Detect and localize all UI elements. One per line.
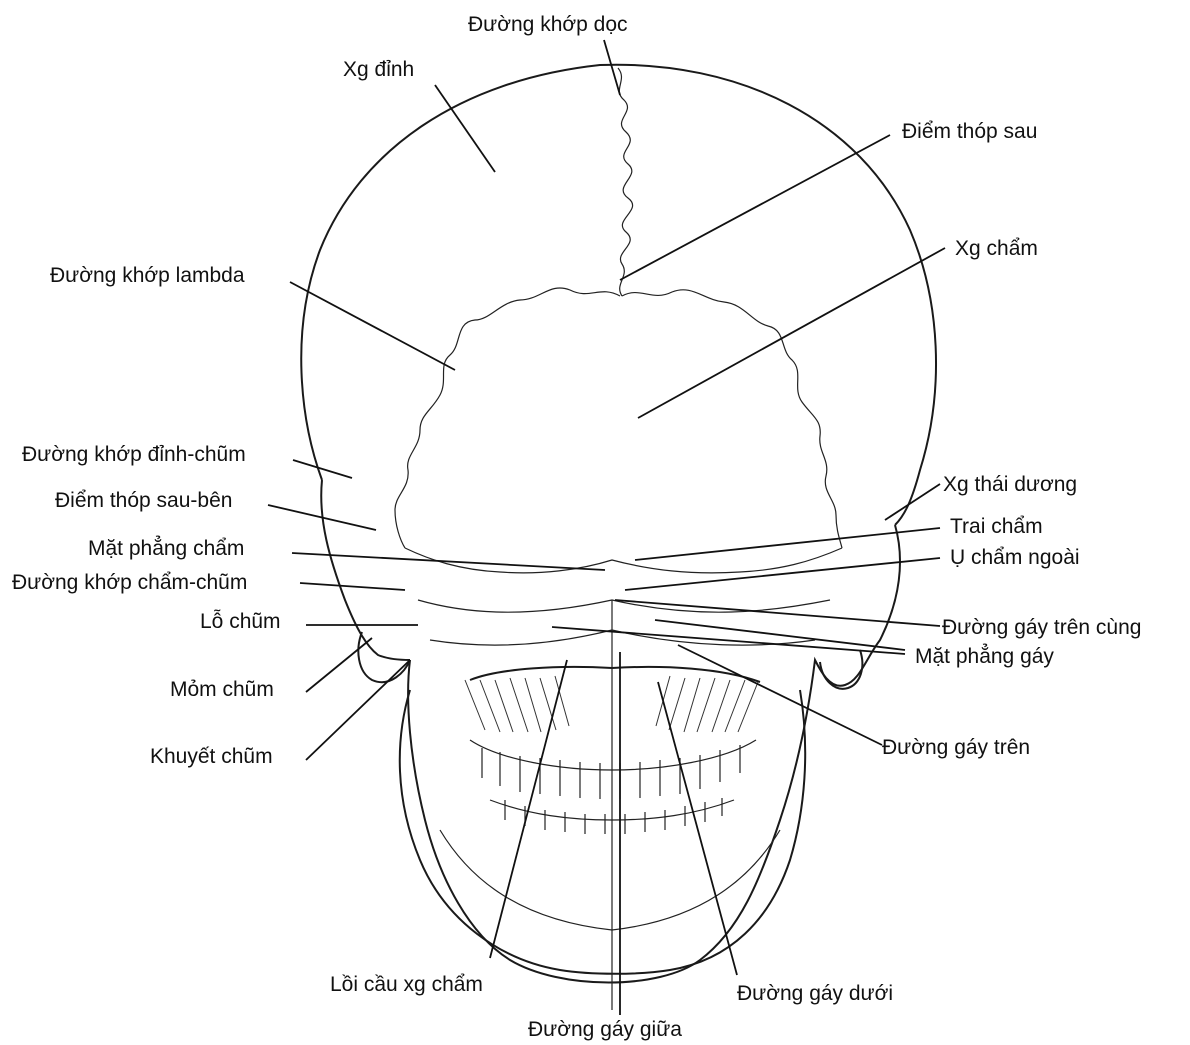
lambdoid-suture-line [395,288,620,548]
leader-mastoid-notch [306,660,410,760]
sagittal-suture-line [618,68,633,296]
leader-lines [268,40,945,1015]
label-sagittal-suture: Đường khớp dọc [468,14,628,35]
skull-drawing [301,65,936,1010]
leader-sagittal-suture [604,40,620,95]
label-mastoid-process: Mỏm chũm [170,679,274,700]
leader-occipital-bone [638,248,945,418]
label-ext-occipital-protuberance: Ụ chẩm ngoài [950,547,1080,568]
mandible-outline [400,690,805,974]
label-mastoid-notch: Khuyết chũm [150,746,273,767]
occipital-plane-curve [405,548,842,573]
right-mastoid-process [820,650,862,689]
label-nuchal-plane: Mặt phẳng gáy [915,646,1054,667]
label-asterion: Điểm thóp sau-bên [55,490,232,511]
leader-temporal-bone [885,484,940,520]
label-lambdoid-suture: Đường khớp lambda [50,265,245,286]
leader-parietomastoid-suture [293,460,352,478]
leader-nuchal-plane-2 [552,627,905,654]
leader-occipital-planum [635,528,940,560]
leader-lambda [620,135,890,280]
lambdoid-suture-line-right [622,290,842,548]
upper-teeth [470,740,756,799]
label-lambda: Điểm thóp sau [902,121,1037,142]
leader-occipitomastoid-suture [300,583,405,590]
leader-parietal-bone [435,85,495,172]
label-occipital-planum: Trai chẩm [950,516,1043,537]
leader-mastoid-process [306,638,372,692]
label-occipitomastoid-suture: Đường khớp chẩm-chũm [12,572,247,593]
superior-nuchal-curve [418,600,830,612]
label-inferior-nuchal-line: Đường gáy dưới [737,983,893,1004]
label-parietomastoid-suture: Đường khớp đỉnh-chũm [22,444,246,465]
label-occipital-plane: Mặt phẳng chẩm [88,538,244,559]
label-occipital-bone: Xg chẩm [955,238,1038,259]
label-median-nuchal-line: Đường gáy giữa [528,1019,682,1040]
leader-ext-occipital-protuberance [625,558,940,590]
label-mastoid-foramen: Lỗ chũm [200,611,281,632]
label-parietal-bone: Xg đỉnh [343,59,414,80]
leader-occipital-condyle [490,660,567,958]
leader-inferior-nuchal-line [658,682,737,975]
foramen-magnum-region [470,667,760,682]
label-highest-nuchal-line: Đường gáy trên cùng [942,617,1141,638]
leader-superior-nuchal-line [678,645,882,745]
left-temporal-outline [321,480,410,660]
label-superior-nuchal-line: Đường gáy trên [882,737,1030,758]
leader-nuchal-plane-1 [655,620,905,650]
leader-lambdoid-suture [290,282,455,370]
label-occipital-condyle: Lồi cầu xg chẩm [330,974,483,995]
leader-occipital-plane [292,553,605,570]
mandible-inner-line [440,830,780,930]
label-temporal-bone: Xg thái dương [943,474,1077,495]
